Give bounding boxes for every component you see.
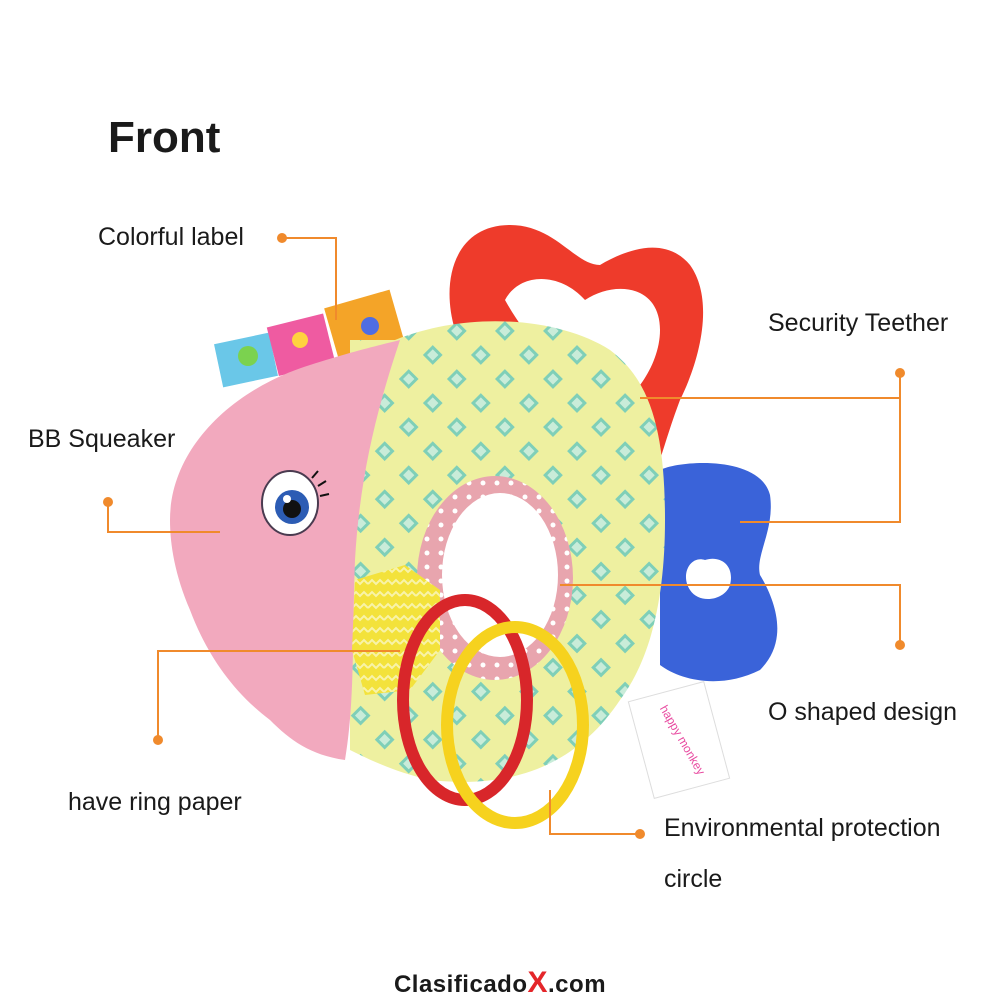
environmental-caption-line1: Environmental protection	[664, 814, 941, 842]
colorful-label-caption: Colorful label	[98, 223, 244, 251]
watermark-suffix: .com	[548, 971, 607, 998]
callout-dots	[103, 233, 905, 839]
ring-paper-caption: have ring paper	[68, 788, 242, 816]
watermark: ClasificadoX.com	[0, 966, 1000, 1000]
blue-teether	[660, 462, 778, 682]
fish-head	[170, 340, 400, 760]
bb-squeaker-caption: BB Squeaker	[28, 425, 176, 453]
crinkle-fin	[352, 565, 440, 695]
page-title: Front	[108, 113, 221, 162]
fish-eye	[261, 470, 330, 536]
play-rings	[397, 594, 589, 829]
environmental-caption-line2: circle	[664, 865, 723, 893]
brand-tag: happy monkey	[627, 680, 731, 800]
watermark-x: X	[527, 966, 549, 999]
security-teether-caption: Security Teether	[768, 309, 949, 337]
o-shaped-design-caption: O shaped design	[768, 698, 958, 726]
watermark-prefix: Clasificado	[393, 971, 528, 998]
o-shaped-ring	[417, 476, 573, 680]
callout-lines	[107, 237, 901, 835]
